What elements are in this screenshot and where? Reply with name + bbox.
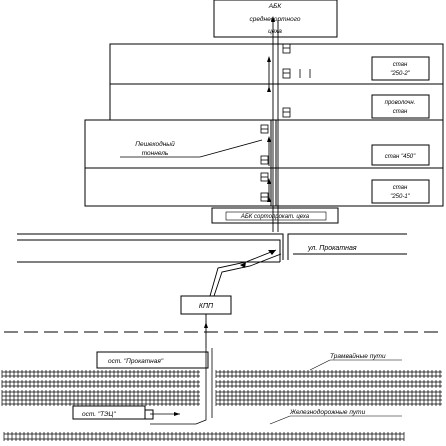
stop-tec-shelter [144, 409, 154, 420]
abk-medium-label-1: АБК [268, 3, 283, 10]
tram-track-right-4 [215, 398, 442, 406]
tram-track-left-3 [1, 390, 200, 398]
tram-track-left-2 [1, 380, 200, 388]
mill-250-2-label-2: "250-2" [390, 71, 410, 77]
track-group [1, 370, 442, 441]
wire-mill-box [371, 94, 430, 119]
stop-prokatnaya-label: ост. "Прокатная" [108, 358, 164, 365]
tunnel-leader-line [199, 139, 263, 158]
mill-450-label: стан "450" [385, 154, 416, 160]
checkpoint-label: КПП [199, 303, 214, 310]
street-edge-mid [17, 239, 281, 262]
railway-track [3, 432, 405, 441]
stop-tec-label: ост. "ТЭЦ" [82, 411, 116, 418]
workshop-block-4 [84, 167, 444, 207]
path-to-stop-tec [150, 348, 207, 425]
mill-250-1-label-1: стан [393, 185, 408, 191]
tunnel-label-1: Пешеходный [135, 140, 175, 148]
tram-track-right-1 [215, 370, 442, 378]
street-edge-top-left [17, 233, 284, 260]
abk-rolling-building [211, 207, 339, 224]
walkway-arrowheads [267, 16, 275, 202]
tram-tracks-label: Трамвайные пути [330, 352, 386, 360]
stop-tec-arrowhead [174, 412, 180, 416]
tram-track-left-1 [1, 370, 200, 378]
stop-prokatnaya-box [96, 351, 209, 369]
path-arrowhead-2 [240, 262, 246, 268]
wire-mill-label-2: стан [393, 109, 408, 115]
checkpoint-arrowhead [204, 322, 208, 328]
wire-mill-label-1: проволочн. [385, 100, 416, 106]
abk-medium-label-3: цеха [268, 28, 282, 35]
railway-tracks-leader [269, 415, 291, 425]
abk-medium-building [213, 0, 338, 38]
railway-tracks-label: Железнодорожные пути [289, 408, 366, 416]
tram-track-right-2 [215, 380, 442, 388]
abk-medium-label-2: среднесортного [250, 15, 301, 23]
tram-track-right-3 [215, 390, 442, 398]
tram-tracks-leader [309, 359, 331, 371]
mill-250-2-box [371, 56, 430, 81]
abk-rolling-inner [225, 211, 327, 221]
abk-rolling-label: АБК сортопрокат. цеха [240, 214, 310, 220]
street-edge-top-right [287, 233, 407, 260]
mill-450-box [371, 144, 430, 166]
mill-250-2-label-1: стан [393, 62, 408, 68]
tunnel-label-2: тоннель [142, 150, 169, 157]
tram-track-left-4 [1, 398, 200, 406]
path-to-checkpoint [209, 249, 282, 297]
door-markers [260, 43, 311, 202]
path-arrowhead-1 [268, 250, 276, 255]
street-label: ул. Прокатная [307, 245, 357, 252]
mill-250-1-label-2: "250-1" [390, 194, 410, 200]
mill-250-1-box [371, 179, 430, 204]
